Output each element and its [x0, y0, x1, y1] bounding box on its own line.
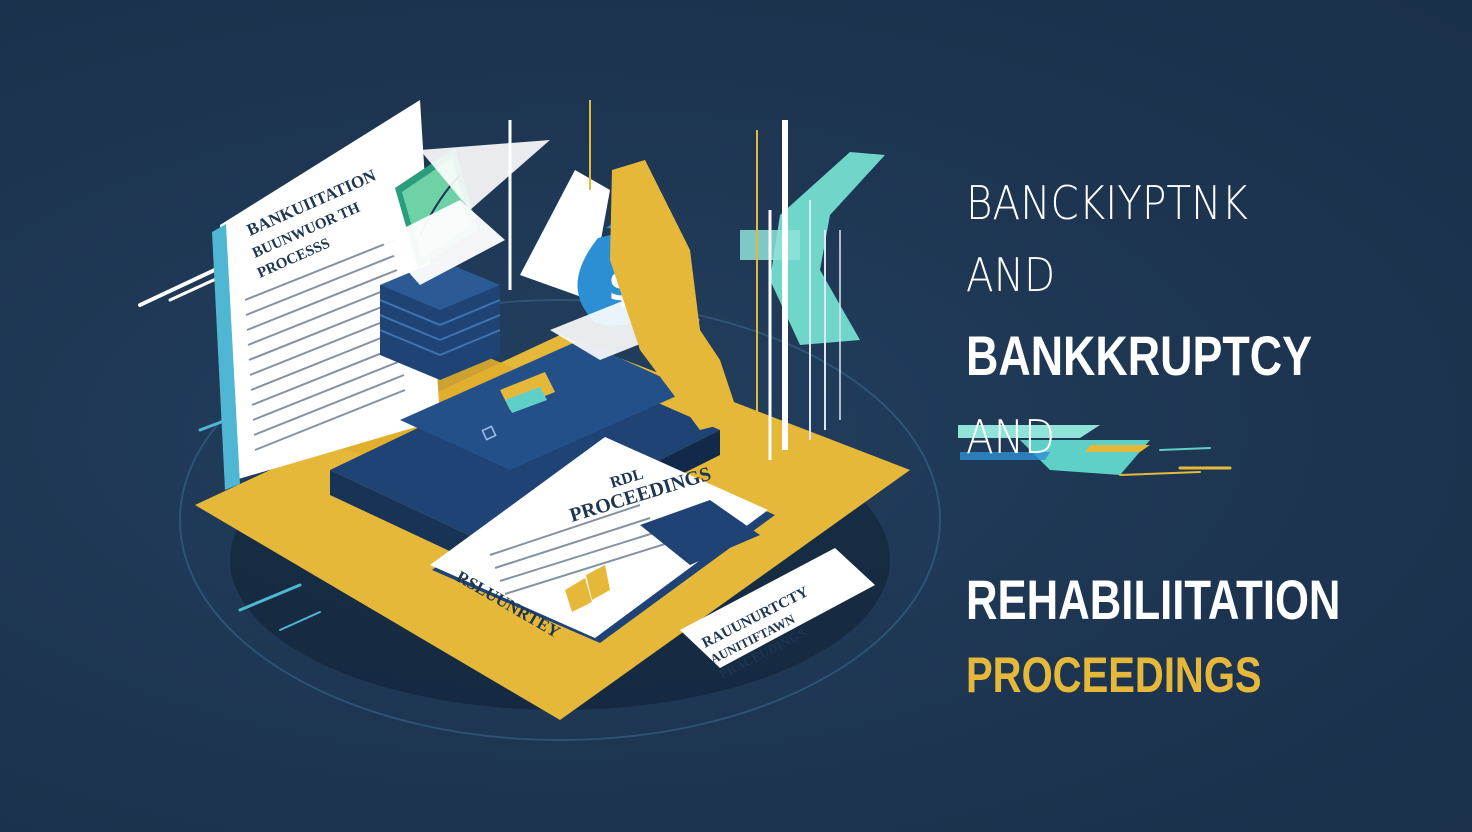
headline-line-4: AND: [966, 410, 1056, 464]
stacked-folders: [379, 260, 501, 380]
headline-line-6: PROCEEDINGS: [966, 647, 1262, 703]
teal-glitch-stripes: [958, 425, 1150, 475]
main-document: BANKUIITATION BUUNWUOR TH PROCESSS: [212, 100, 440, 490]
orbit-ring: [179, 299, 941, 741]
headline-line-2: AND: [966, 248, 1056, 302]
headline-line-3: BANKKRUPTCY: [966, 324, 1312, 387]
teal-arrow: [740, 120, 885, 460]
navy-tile: [640, 500, 760, 565]
headline-line-5: REHABILIITATION: [966, 568, 1341, 631]
cash-stack-icon: [380, 140, 550, 285]
headline: BANCKIYPTNK AND BANKKRUPTCY AND REHABILI…: [966, 170, 1446, 700]
yellow-ribbon: [610, 160, 740, 430]
headline-line-1: BANCKIYPTNK: [966, 176, 1248, 230]
